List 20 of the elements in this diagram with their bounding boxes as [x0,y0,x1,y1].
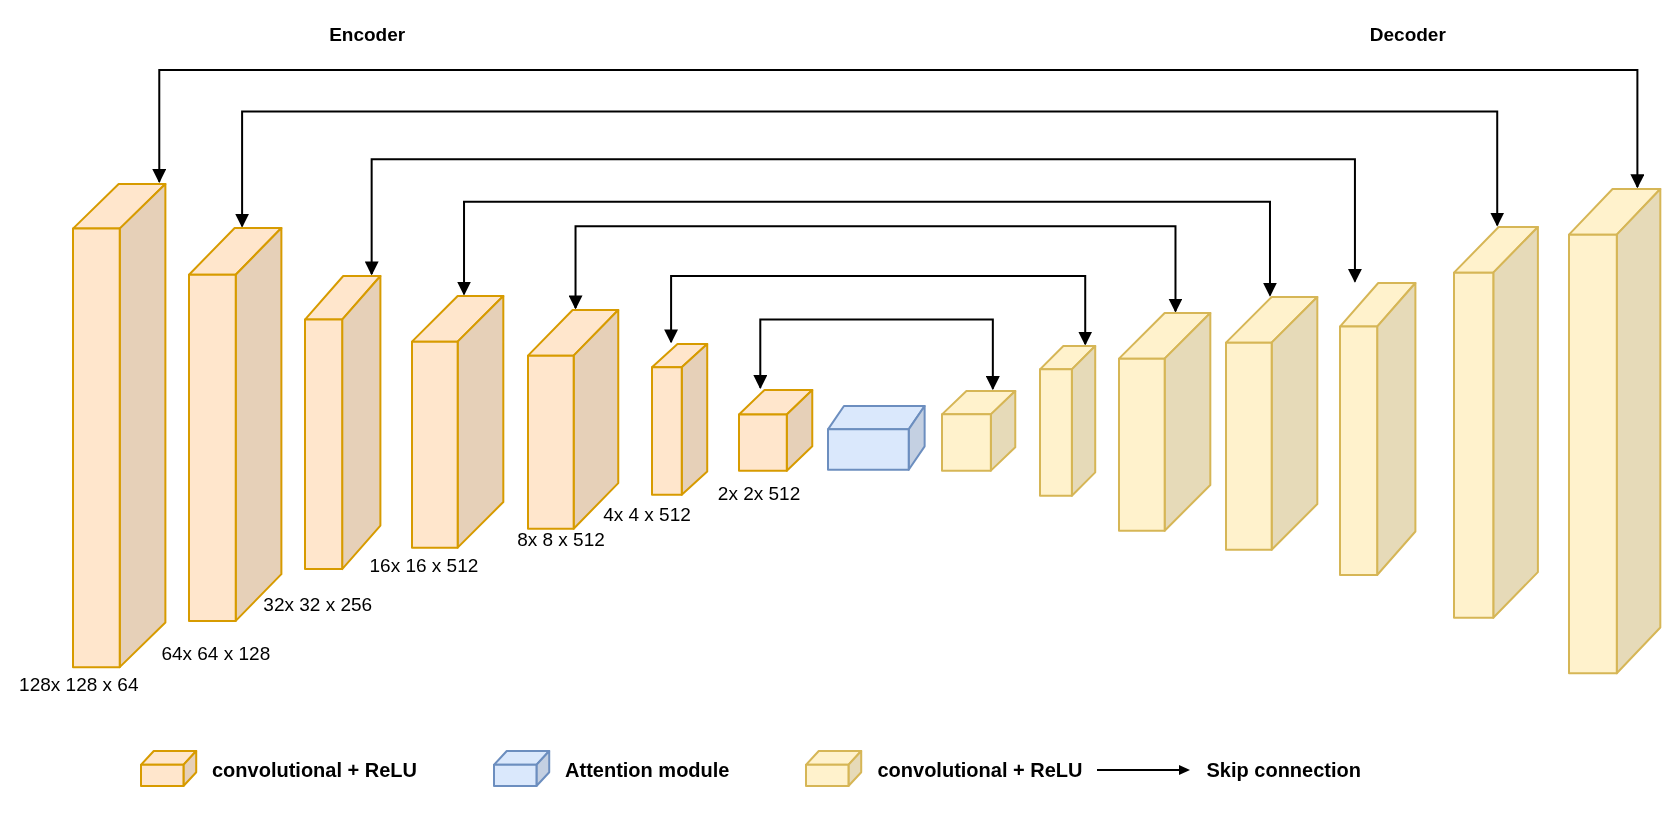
skip-connection-arrow [664,275,1093,346]
skip-connection-arrow [364,158,1362,283]
legend-text: Skip connection [1206,758,1361,783]
skip-connection-arrow [457,200,1277,297]
section-heading: Decoder [1369,23,1446,48]
skip-connection-arrow [568,225,1183,313]
skip-connection-arrow [235,110,1505,228]
section-heading: Encoder [329,23,406,48]
skip-connection-arrow [753,318,1000,391]
dimension-label: 4x 4 x 512 [603,503,691,528]
skip-connection-arrow [152,69,1645,189]
legend-text: convolutional + ReLU [877,758,1083,783]
dimension-label: 8x 8 x 512 [517,527,605,552]
dimension-label: 128x 128 x 64 [19,673,139,698]
dimension-label: 2x 2x 512 [717,481,801,506]
dimension-label: 16x 16 x 512 [369,554,479,579]
dimension-label: 32x 32 x 256 [263,593,373,618]
legend-text: Attention module [565,758,730,783]
dimension-label: 64x 64 x 128 [161,642,271,667]
legend-text: convolutional + ReLU [212,758,418,783]
